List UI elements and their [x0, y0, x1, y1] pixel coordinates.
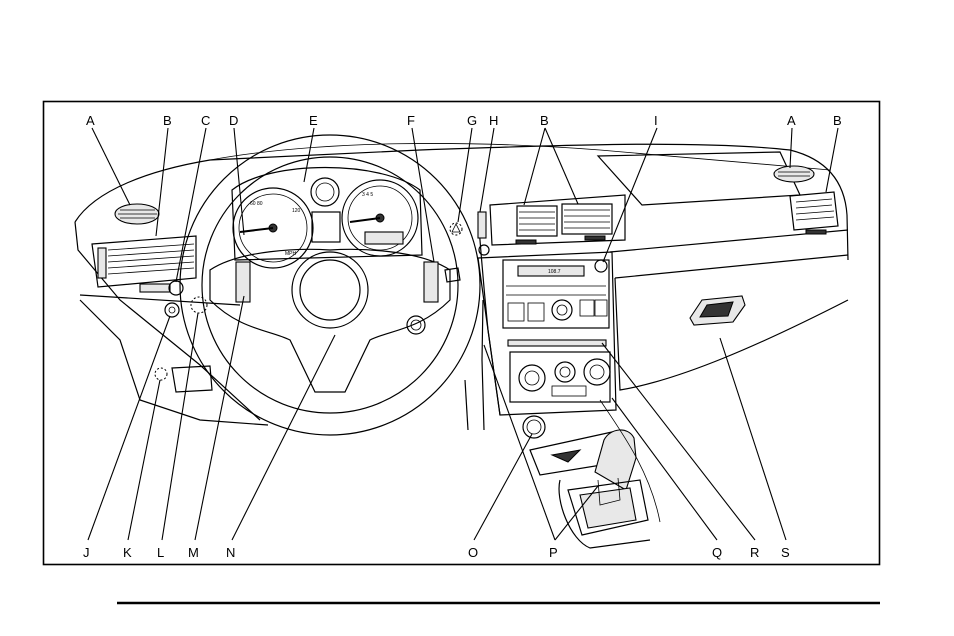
callout-b-center: B [540, 113, 549, 128]
callout-i: I [654, 113, 658, 128]
leader-lines [87, 127, 839, 541]
bottom-callouts: J K L M N O P Q R S [83, 545, 790, 560]
callout-d: D [229, 113, 238, 128]
callout-o: O [468, 545, 478, 560]
svg-text:3 4 5: 3 4 5 [362, 192, 373, 198]
callout-p: P [549, 545, 558, 560]
callout-m: M [188, 545, 199, 560]
callout-r: R [750, 545, 759, 560]
callout-l: L [157, 545, 164, 560]
callout-a-right: A [787, 113, 796, 128]
dashboard-drawing: MPH 60 80 120 3 4 5 [74, 134, 849, 549]
callout-s: S [781, 545, 790, 560]
callout-k: K [123, 545, 132, 560]
svg-text:MPH: MPH [285, 251, 297, 257]
callout-g: G [467, 113, 477, 128]
callout-e: E [309, 113, 318, 128]
callout-f: F [407, 113, 415, 128]
callout-a-left: A [86, 113, 95, 128]
callout-h: H [489, 113, 498, 128]
callout-b-left: B [163, 113, 172, 128]
radio-display-text: 108.7 [548, 269, 561, 275]
callout-q: Q [712, 545, 722, 560]
figure-frame [42, 100, 881, 566]
top-callouts: A B C D E F G H B I A B [86, 113, 842, 128]
callout-n: N [226, 545, 235, 560]
callout-j: J [83, 545, 90, 560]
callout-c: C [201, 113, 210, 128]
callout-b-right: B [833, 113, 842, 128]
svg-text:120: 120 [292, 208, 301, 214]
svg-text:60 80: 60 80 [250, 201, 263, 207]
